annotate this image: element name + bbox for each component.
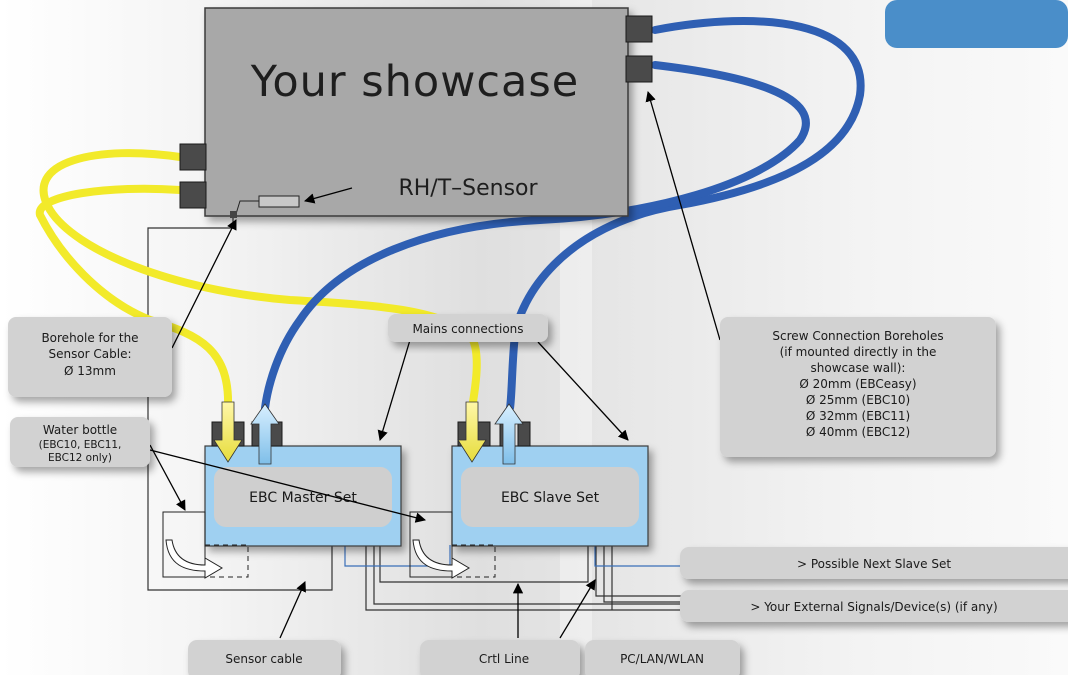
screw-line-7: Ø 40mm (EBC12) xyxy=(806,425,910,439)
water-bottle-note-2: EBC12 only) xyxy=(48,452,112,464)
leader-lines xyxy=(149,91,721,639)
screw-line-6: Ø 32mm (EBC11) xyxy=(806,409,910,423)
blue-outlet-arrow-slave xyxy=(494,403,524,465)
borehole-line-2: Sensor Cable: xyxy=(48,347,131,361)
external-signals-tab: > Your External Signals/Device(s) (if an… xyxy=(680,590,1068,622)
water-bottle-callout: Water bottle (EBC10, EBC11, EBC12 only) xyxy=(10,417,150,467)
ctrl-line-label: Crtl Line xyxy=(479,652,529,666)
ebc-master-label: EBC Master Set xyxy=(249,490,357,506)
sensor-label: RH/T–Sensor xyxy=(398,176,538,201)
screw-line-1: Screw Connection Boreholes xyxy=(772,329,943,343)
borehole-callout: Borehole for the Sensor Cable: Ø 13mm xyxy=(8,317,172,397)
showcase-ports xyxy=(179,15,653,209)
external-signals-label: > Your External Signals/Device(s) (if an… xyxy=(750,600,997,614)
water-bottle-title: Water bottle xyxy=(43,423,117,437)
bus-wires xyxy=(344,545,690,567)
water-bottle-master xyxy=(162,511,249,579)
screw-line-5: Ø 25mm (EBC10) xyxy=(806,393,910,407)
water-bottle-note-1: (EBC10, EBC11, xyxy=(39,439,122,451)
screw-line-2: (if mounted directly in the xyxy=(780,345,937,359)
sensor-cable-stub xyxy=(235,200,259,215)
screw-boreholes-callout: Screw Connection Boreholes (if mounted d… xyxy=(720,317,996,457)
screw-line-4: Ø 20mm (EBCeasy) xyxy=(799,377,916,391)
next-slave-tab: > Possible Next Slave Set xyxy=(680,547,1068,579)
screw-line-3: showcase wall): xyxy=(811,361,906,375)
showcase-title: Your showcase xyxy=(250,57,579,107)
sensor-cable-label: Sensor cable xyxy=(225,652,302,666)
mains-label: Mains connections xyxy=(412,322,523,336)
yellow-inlet-arrow-master xyxy=(213,401,243,463)
yellow-inlet-arrow-slave xyxy=(457,401,487,463)
showcase-box xyxy=(204,7,629,217)
ebc-slave-label-panel xyxy=(461,467,639,527)
borehole-line-3: Ø 13mm xyxy=(64,364,116,378)
ebc-slave-label: EBC Slave Set xyxy=(501,490,600,506)
ctrl-line-callout: Crtl Line xyxy=(420,640,580,675)
ebc-master-label-panel xyxy=(214,467,392,527)
blue-outlet-arrow-master xyxy=(250,403,280,465)
mains-callout: Mains connections xyxy=(388,314,548,342)
sensor-cable-borehole xyxy=(230,211,237,218)
borehole-line-1: Borehole for the xyxy=(41,331,138,345)
rh-t-sensor xyxy=(258,195,300,208)
pc-lan-label: PC/LAN/WLAN xyxy=(620,652,704,666)
next-slave-label: > Possible Next Slave Set xyxy=(797,557,951,571)
sensor-cable-callout: Sensor cable xyxy=(188,640,341,675)
water-bottle-slave xyxy=(409,511,496,579)
accent-tab xyxy=(885,0,1068,48)
pc-lan-callout: PC/LAN/WLAN xyxy=(585,640,740,675)
